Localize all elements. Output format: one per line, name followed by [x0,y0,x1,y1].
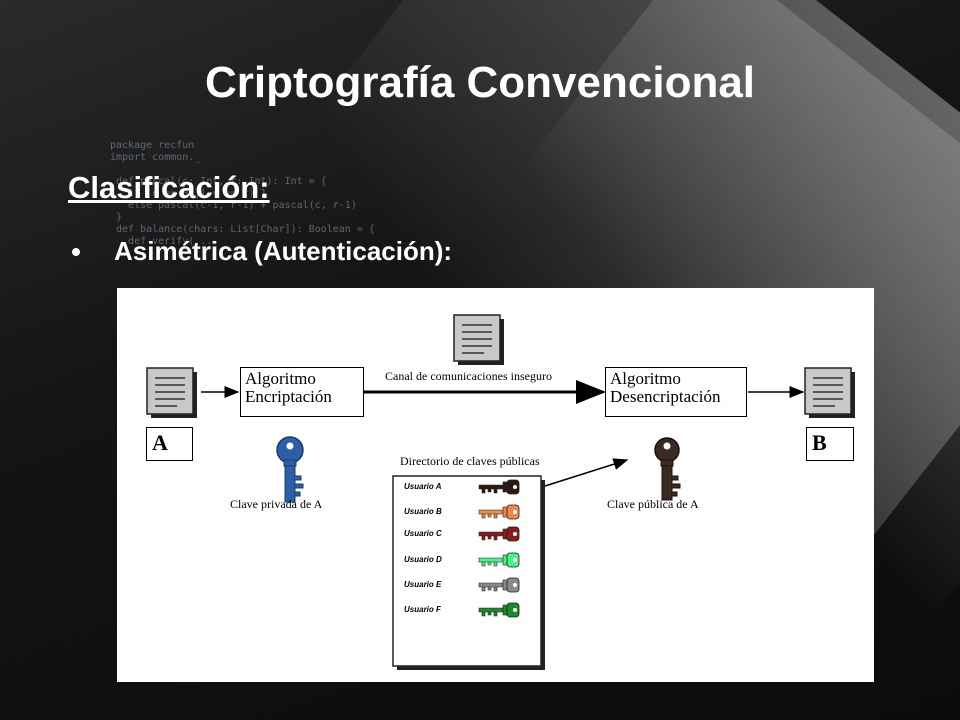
directory-title: Directorio de claves públicas [400,454,540,468]
directory-user-label: Usuario D [404,555,442,564]
bullet-text: Asimétrica (Autenticación): [114,236,453,266]
directory-key-icon [478,479,520,495]
document-b-icon [804,367,856,419]
diagram-graphics [146,314,856,670]
party-a-box: A [146,427,193,461]
directory-key-icon [478,552,520,568]
encryption-algorithm-box: Algoritmo Encriptación [240,367,364,417]
public-key-icon [654,437,681,501]
directory-user-label: Usuario A [404,482,442,491]
directory-user-label: Usuario C [404,529,442,538]
decryption-algorithm-box: Algoritmo Desencriptación [605,367,747,417]
directory-key-icon [478,577,520,593]
bullet-dot-icon [72,247,80,256]
private-key-icon [276,436,304,503]
directory-key-icon [478,504,520,520]
asymmetric-auth-diagram: Canal de comunicaciones inseguro Algorit… [117,288,874,682]
encryption-line1: Algoritmo [245,369,316,388]
slide-title: Criptografía Convencional [204,58,756,107]
directory-key-icon [478,526,520,542]
section-heading: Clasificación: [68,170,270,205]
channel-label: Canal de comunicaciones inseguro [385,369,552,383]
decryption-line1: Algoritmo [610,369,681,388]
directory-user-label: Usuario F [404,605,441,614]
document-a-icon [146,367,198,419]
private-key-label: Clave privada de A [230,497,323,511]
directory-user-label: Usuario E [404,580,442,589]
decryption-line2: Desencriptación [610,387,721,406]
public-key-label: Clave pública de A [607,497,699,511]
document-channel-icon [453,314,505,366]
directory-key-icon [478,602,520,618]
party-b-box: B [806,427,854,461]
bullet-item: Asimétrica (Autenticación): [72,236,452,267]
directory-user-label: Usuario B [404,507,442,516]
background-code-texture: package recfun import common._ def pasca… [110,140,375,247]
encryption-line2: Encriptación [245,387,332,406]
